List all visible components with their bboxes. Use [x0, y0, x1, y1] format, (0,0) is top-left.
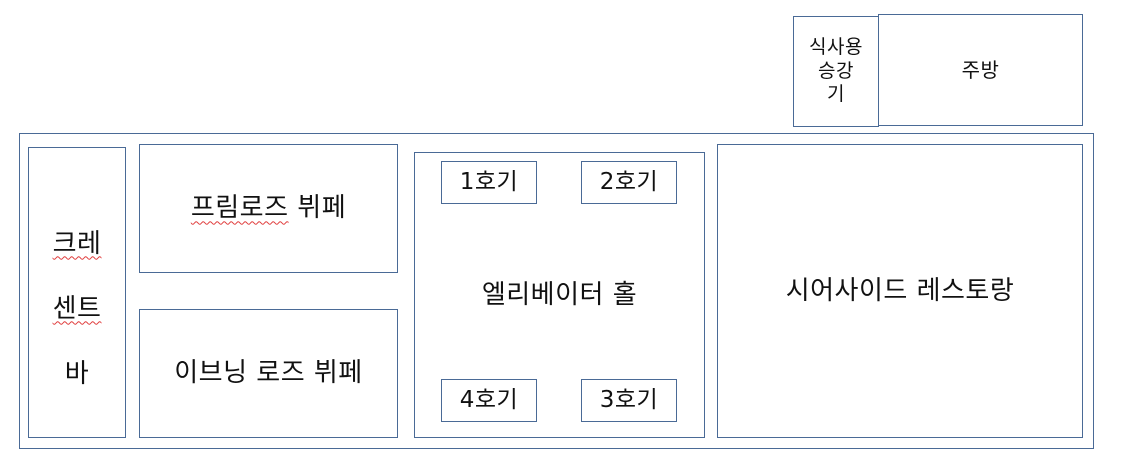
elevator-car-4-label: 4호기 [459, 387, 519, 414]
elevator-car-4: 4호기 [441, 379, 537, 422]
seaside-restaurant-label: 시어사이드 레스토랑 [785, 275, 1015, 306]
primrose-suffix: 뷔페 [288, 193, 347, 224]
crescent-bar-line1: 크레 [52, 228, 102, 259]
crescent-bar-line3: 바 [64, 358, 90, 389]
elevator-car-3: 3호기 [581, 379, 677, 422]
kitchen-box: 주방 [878, 14, 1083, 126]
crescent-bar-label: 크레 센트 바 [53, 195, 102, 390]
primrose-name: 프림로즈 [190, 193, 289, 224]
elevator-car-2-label: 2호기 [599, 169, 659, 196]
crescent-bar-line2: 센트 [52, 293, 102, 324]
primrose-buffet-label: 프림로즈 뷔페 [191, 192, 346, 225]
kitchen-label: 주방 [961, 57, 1000, 82]
seaside-restaurant-box: 시어사이드 레스토랑 [717, 144, 1083, 438]
dining-elevator-label: 식사용 승강 기 [809, 35, 863, 106]
elevator-car-1: 1호기 [441, 161, 537, 204]
elevator-car-2: 2호기 [581, 161, 677, 204]
evening-rose-buffet-label: 이브닝 로즈 뷔페 [174, 358, 363, 389]
evening-rose-buffet-box: 이브닝 로즈 뷔페 [139, 309, 398, 438]
crescent-bar-box: 크레 센트 바 [28, 147, 126, 438]
elevator-car-1-label: 1호기 [459, 169, 519, 196]
elevator-car-3-label: 3호기 [599, 387, 659, 414]
primrose-buffet-box: 프림로즈 뷔페 [139, 144, 398, 273]
floor-outline [19, 133, 1094, 449]
dining-elevator-box: 식사용 승강 기 [793, 16, 879, 127]
elevator-hall-label: 엘리베이터 홀 [481, 279, 638, 310]
